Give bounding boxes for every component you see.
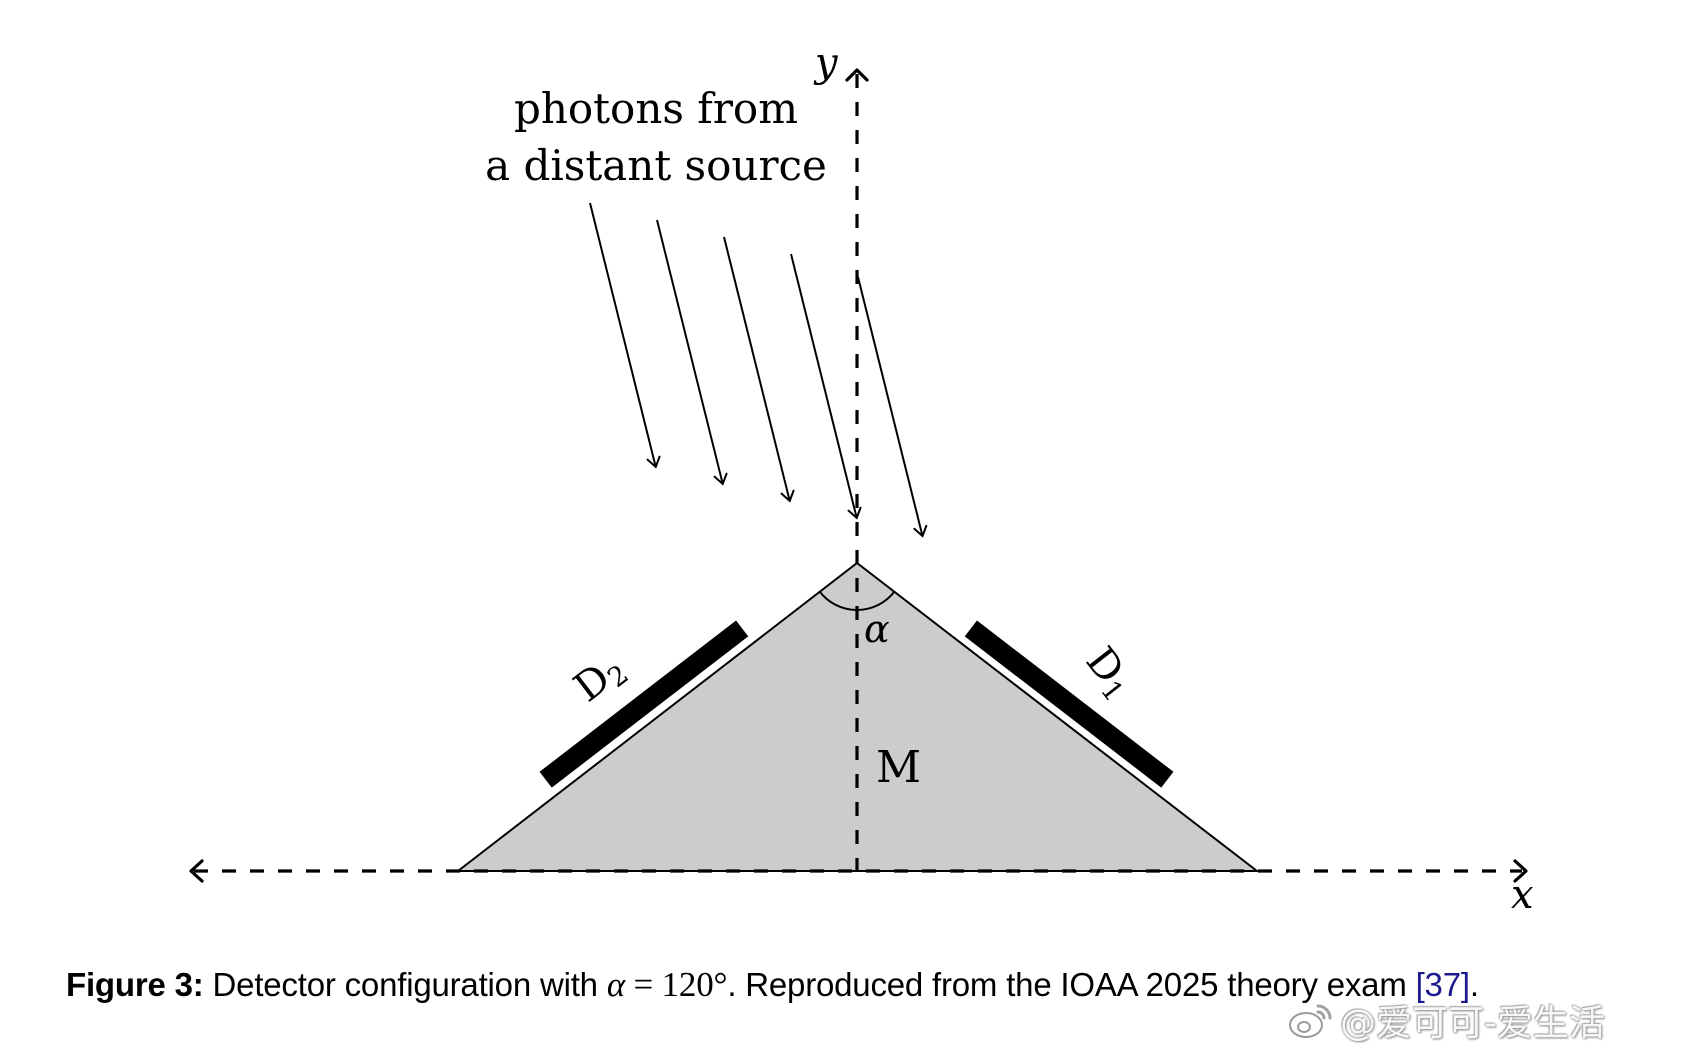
photon-ray <box>656 219 724 485</box>
detector-d2-label: D2 <box>566 645 635 714</box>
figure-caption: Figure 3: Detector configuration with α … <box>66 965 1479 1005</box>
caption-text-after: . Reproduced from the IOAA 2025 theory e… <box>727 966 1416 1003</box>
detector-diagram: y x photons from a distant source α M D2… <box>189 40 1534 918</box>
caption-math: α = 120° <box>606 965 728 1004</box>
caption-figure-label: Figure 3: <box>66 966 204 1003</box>
photon-ray <box>790 253 858 519</box>
photon-arrowhead-icon <box>847 506 862 520</box>
x-axis-label: x <box>1511 872 1534 918</box>
photon-ray <box>589 202 657 468</box>
detector-d1-label: D1 <box>1074 639 1143 708</box>
x-axis-right-arrow-icon <box>1513 859 1528 883</box>
reference-link[interactable]: [37] <box>1415 966 1470 1003</box>
detector-d2 <box>539 620 749 788</box>
photon-arrowhead-icon <box>713 472 728 486</box>
photon-arrowhead-icon <box>646 455 661 469</box>
caption-text-before: Detector configuration with <box>203 966 607 1003</box>
photon-arrows <box>589 202 928 538</box>
apex-angle-label: α <box>864 607 890 651</box>
photon-source-label-line1: photons from <box>514 84 798 133</box>
weibo-logo-icon <box>1289 1004 1332 1038</box>
photon-ray <box>857 276 924 537</box>
caption-end: . <box>1469 966 1479 1003</box>
y-axis-label: y <box>813 40 839 86</box>
photon-arrowhead-icon <box>780 489 795 503</box>
detector-d1 <box>964 620 1174 788</box>
midpoint-label: M <box>876 742 921 793</box>
y-axis-arrow-icon <box>845 68 869 82</box>
watermark-text: @爱可可-爱生活 <box>1340 1003 1605 1044</box>
photon-source-label-line2: a distant source <box>485 141 827 190</box>
watermark: @爱可可-爱生活 <box>1288 998 1605 1044</box>
x-axis-left-arrow-icon <box>189 859 204 883</box>
photon-arrowhead-icon <box>913 524 928 538</box>
photon-ray <box>723 236 791 502</box>
